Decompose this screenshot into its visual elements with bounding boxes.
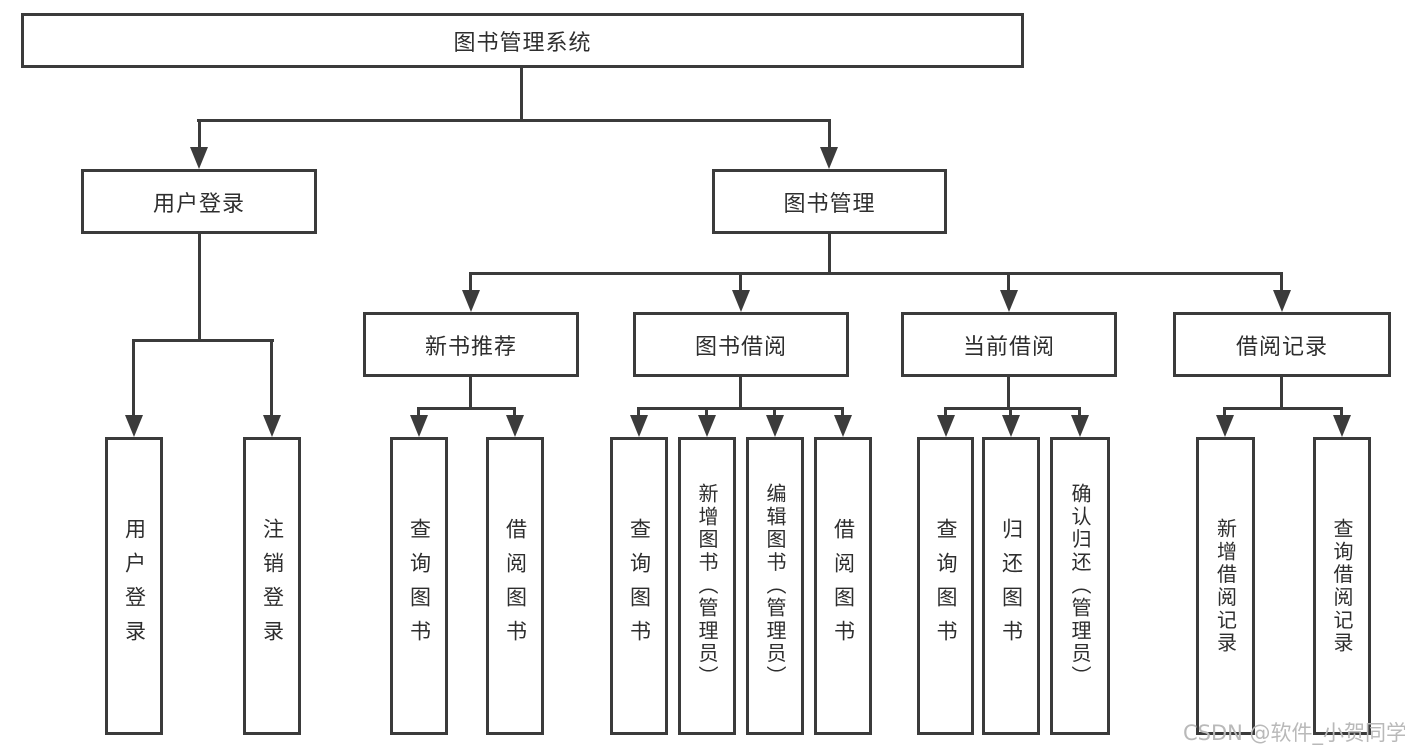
leaf-return-book-label: 归还图书 [999, 517, 1024, 655]
leaf-user-login-label: 用户登录 [122, 517, 147, 655]
leaf-borrow-books-borrow: 借阅图书 [814, 437, 872, 735]
connector-drop-leaf-user-login [132, 339, 135, 415]
leaf-query-books-recommend-label: 查询图书 [407, 517, 432, 655]
leaf-query-books-current: 查询图书 [917, 437, 974, 735]
arrowhead-book-borrow [732, 290, 750, 312]
leaf-confirm-return-admin-label: 确认归还（管理员） [1068, 483, 1092, 689]
connector-drop-nb2 [513, 407, 516, 415]
connector-drop-cb2 [1009, 407, 1012, 415]
node-user-login: 用户登录 [81, 169, 317, 234]
arrowhead-leaf-logout [263, 415, 281, 437]
node-current-borrow-label: 当前借阅 [962, 334, 1055, 360]
arrowhead-leaf-user-login [125, 415, 143, 437]
leaf-add-book-admin-label: 新增图书（管理员） [695, 483, 719, 689]
leaf-query-borrow-record-label: 查询借阅记录 [1330, 517, 1354, 655]
leaf-query-books-borrow: 查询图书 [610, 437, 668, 735]
connector-drop-br1 [1223, 407, 1226, 415]
connector-drop-nb1 [417, 407, 420, 415]
node-book-borrow-label: 图书借阅 [694, 334, 787, 360]
leaf-borrow-books-recommend: 借阅图书 [486, 437, 544, 735]
connector-drop-bb3 [773, 407, 776, 415]
arrowhead-user-login [190, 147, 208, 169]
connector-book-management-stem [828, 234, 831, 272]
connector-user-login-stem [198, 234, 201, 339]
connector-drop-new-books [469, 272, 472, 290]
leaf-borrow-books-recommend-label: 借阅图书 [503, 517, 528, 655]
leaf-edit-book-admin: 编辑图书（管理员） [746, 437, 804, 735]
leaf-confirm-return-admin: 确认归还（管理员） [1050, 437, 1110, 735]
node-new-book-recommend-label: 新书推荐 [424, 334, 517, 360]
connector-root-stem [520, 68, 523, 119]
arrowhead-borrow-records [1273, 290, 1291, 312]
node-book-management: 图书管理 [712, 169, 947, 234]
connector-borrow-records-stem [1280, 377, 1283, 407]
connector-drop-current-borrow [1007, 272, 1010, 290]
node-user-login-label: 用户登录 [152, 191, 245, 217]
connector-level2-bar [197, 119, 831, 122]
node-book-borrow: 图书借阅 [633, 312, 849, 377]
connector-drop-bb2 [705, 407, 708, 415]
connector-user-login-bar [132, 339, 274, 342]
node-root-label: 图书管理系统 [453, 30, 592, 56]
csdn-watermark: CSDN @软件_小贺同学 [1183, 721, 1405, 745]
node-new-book-recommend: 新书推荐 [363, 312, 579, 377]
connector-borrow-records-bar [1223, 407, 1343, 410]
arrowhead-book-management [820, 147, 838, 169]
arrowhead-bb1 [630, 415, 648, 437]
node-borrow-records-label: 借阅记录 [1235, 334, 1328, 360]
connector-drop-cb3 [1078, 407, 1081, 415]
connector-book-borrow-stem [739, 377, 742, 407]
leaf-logout-label: 注销登录 [260, 517, 285, 655]
connector-level3-bar [469, 272, 1283, 275]
node-book-management-label: 图书管理 [783, 191, 876, 217]
leaf-query-books-current-label: 查询图书 [934, 517, 958, 655]
arrowhead-bb4 [834, 415, 852, 437]
leaf-borrow-books-borrow-label: 借阅图书 [831, 517, 856, 655]
leaf-logout: 注销登录 [243, 437, 301, 735]
connector-current-borrow-bar [944, 407, 1081, 410]
leaf-edit-book-admin-label: 编辑图书（管理员） [763, 483, 787, 689]
connector-drop-bb4 [841, 407, 844, 415]
arrowhead-new-books [462, 290, 480, 312]
leaf-add-book-admin: 新增图书（管理员） [678, 437, 736, 735]
connector-drop-book-management [828, 119, 831, 147]
connector-new-books-bar [417, 407, 516, 410]
connector-drop-book-borrow [739, 272, 742, 290]
connector-new-books-stem [469, 377, 472, 407]
arrowhead-bb3 [766, 415, 784, 437]
connector-drop-bb1 [637, 407, 640, 415]
leaf-query-books-recommend: 查询图书 [390, 437, 448, 735]
connector-book-borrow-bar [637, 407, 844, 410]
arrowhead-cb3 [1071, 415, 1089, 437]
arrowhead-nb2 [506, 415, 524, 437]
arrowhead-br2 [1333, 415, 1351, 437]
connector-current-borrow-stem [1007, 377, 1010, 407]
arrowhead-current-borrow [1000, 290, 1018, 312]
leaf-query-books-borrow-label: 查询图书 [627, 517, 652, 655]
leaf-user-login: 用户登录 [105, 437, 163, 735]
leaf-query-borrow-record: 查询借阅记录 [1313, 437, 1371, 735]
connector-drop-br2 [1340, 407, 1343, 415]
connector-drop-cb1 [944, 407, 947, 415]
leaf-return-book: 归还图书 [982, 437, 1040, 735]
node-root: 图书管理系统 [21, 13, 1024, 68]
connector-drop-user-login [198, 119, 201, 147]
leaf-add-borrow-record: 新增借阅记录 [1196, 437, 1255, 735]
arrowhead-br1 [1216, 415, 1234, 437]
node-borrow-records: 借阅记录 [1173, 312, 1391, 377]
arrowhead-cb1 [937, 415, 955, 437]
connector-drop-leaf-logout [270, 339, 273, 415]
arrowhead-bb2 [698, 415, 716, 437]
leaf-add-borrow-record-label: 新增借阅记录 [1213, 517, 1238, 655]
node-current-borrow: 当前借阅 [901, 312, 1117, 377]
connector-drop-borrow-records [1280, 272, 1283, 290]
arrowhead-nb1 [410, 415, 428, 437]
arrowhead-cb2 [1002, 415, 1020, 437]
